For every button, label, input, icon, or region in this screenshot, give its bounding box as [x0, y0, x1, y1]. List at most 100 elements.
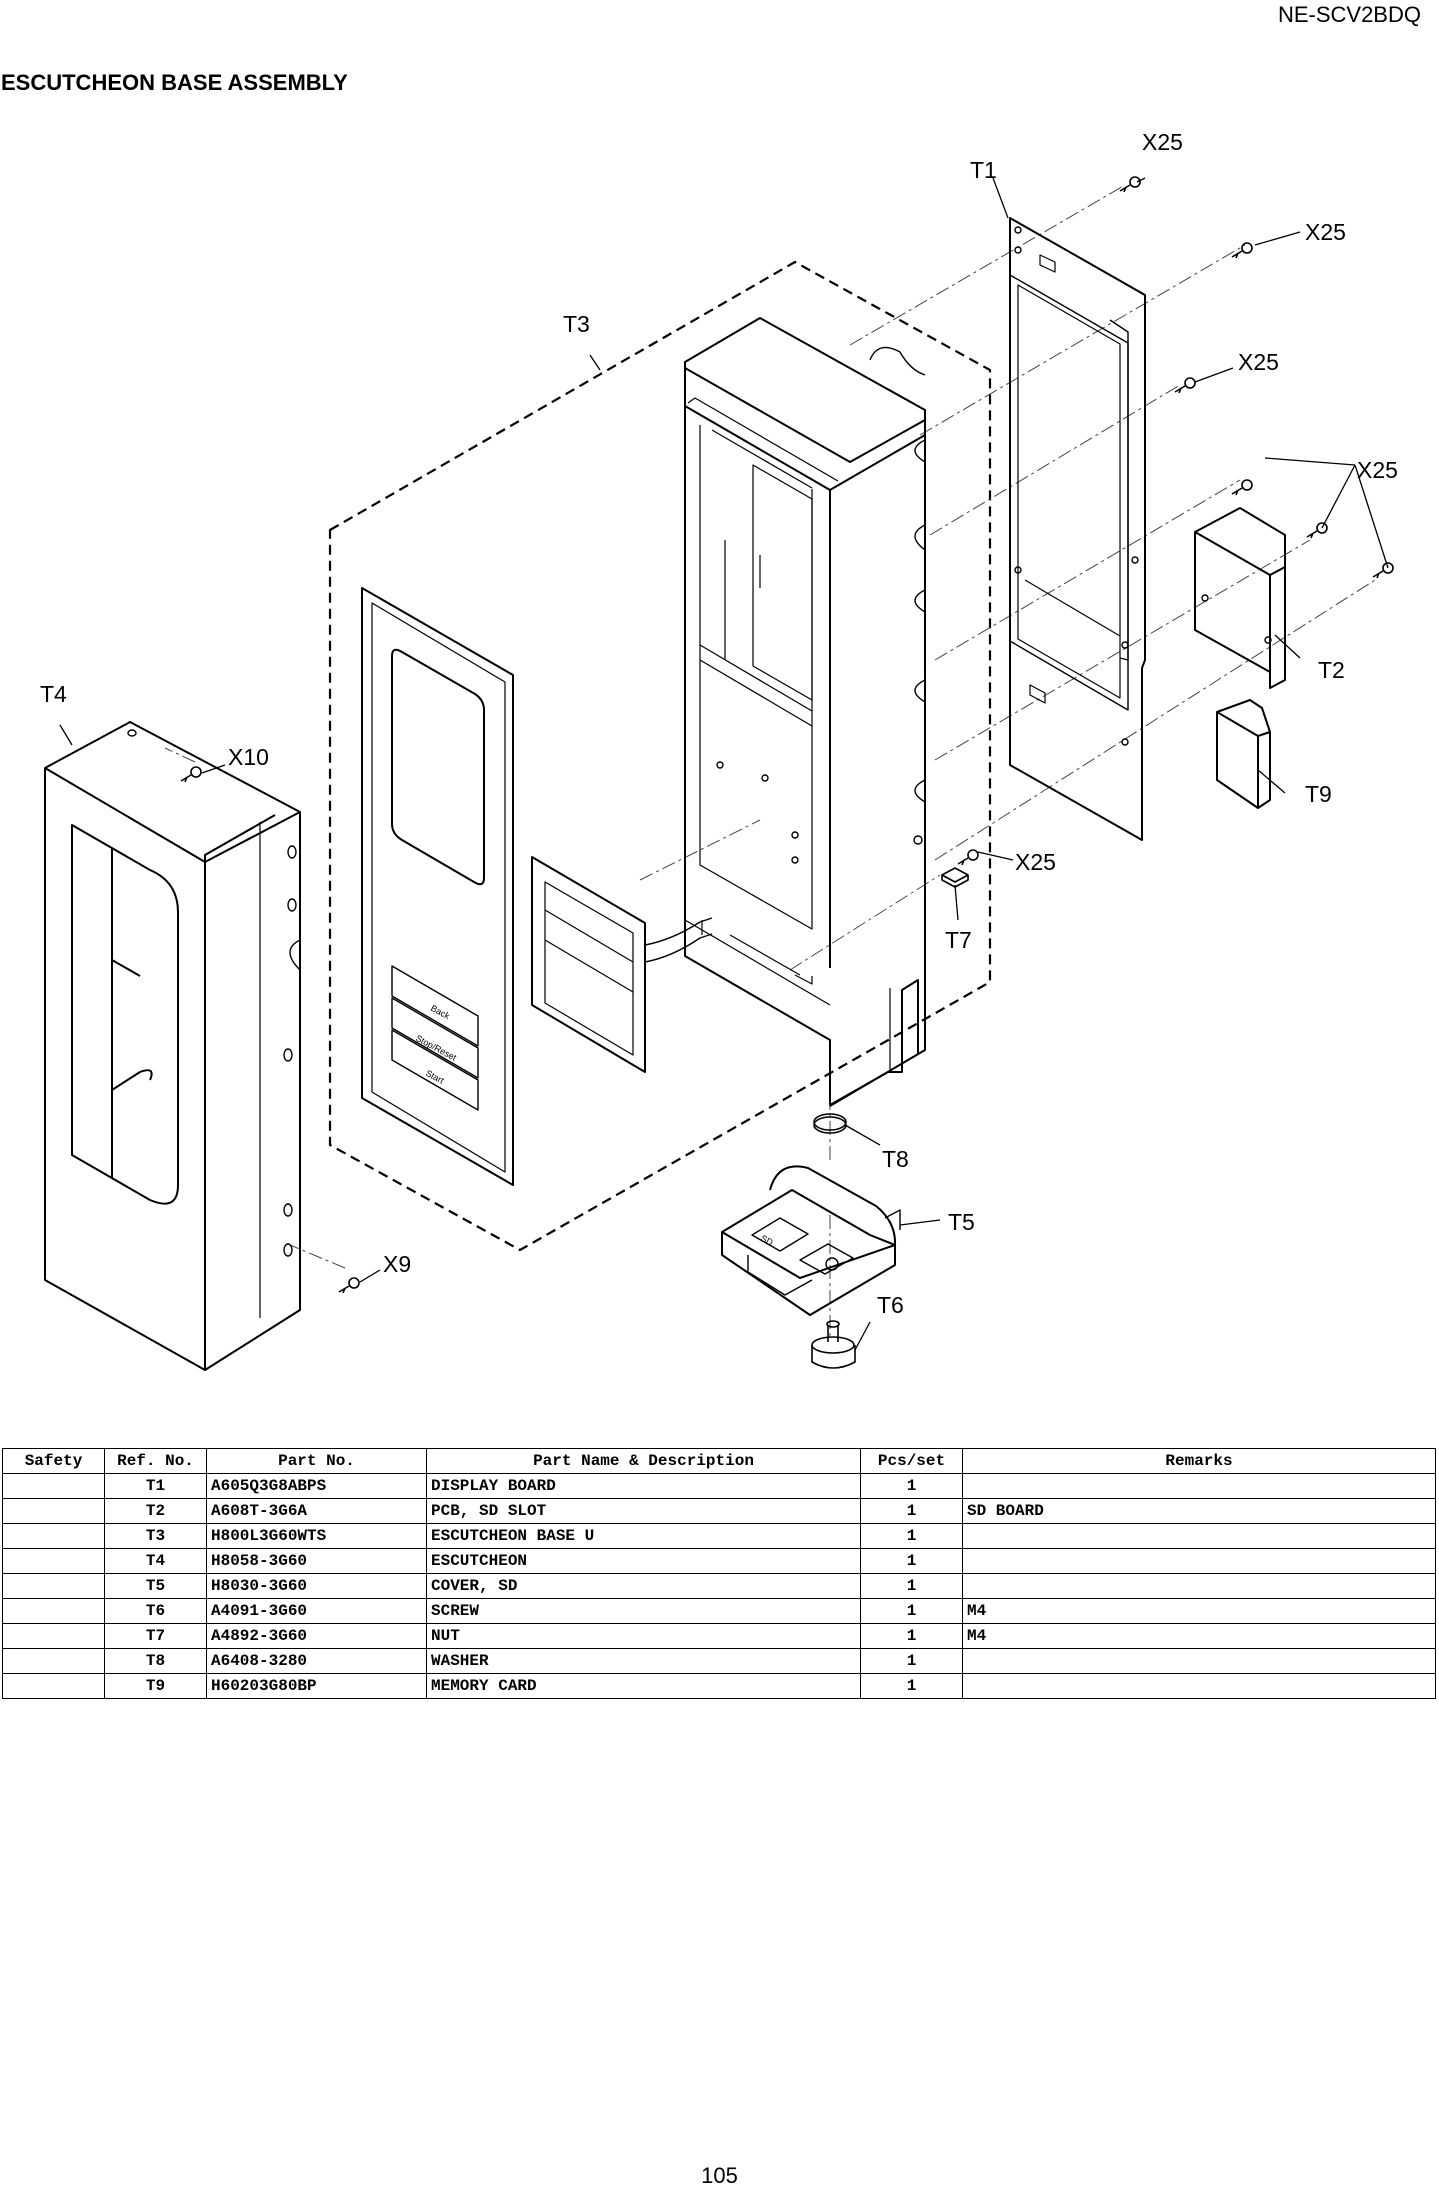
cell-part: A605Q3G8ABPS: [206, 1473, 427, 1499]
col-ref-no: Ref. No.: [104, 1448, 207, 1474]
screw-x10: [180, 766, 202, 783]
cell-pcs: 1: [860, 1548, 963, 1574]
t5-sd-cover: SD: [721, 1165, 901, 1316]
cell-name: COVER, SD: [426, 1573, 861, 1599]
t2-pcb-sd-slot: [1194, 507, 1286, 689]
control-panel: Back Stop/Reset Start: [361, 587, 514, 1186]
page-title: ESCUTCHEON BASE ASSEMBLY: [1, 70, 348, 95]
cell-name: DISPLAY BOARD: [426, 1473, 861, 1499]
cell-part: A4892-3G60: [206, 1623, 427, 1649]
cell-ref: T7: [104, 1623, 207, 1649]
label-t9: T9: [1305, 781, 1332, 807]
cell-remarks: M4: [962, 1623, 1436, 1649]
col-remarks: Remarks: [962, 1448, 1436, 1474]
cell-part: H60203G80BP: [206, 1673, 427, 1699]
label-x10: X10: [228, 744, 269, 770]
center-lines: [164, 184, 1376, 1340]
label-t8: T8: [882, 1146, 909, 1172]
table-row: T1 A605Q3G8ABPS DISPLAY BOARD 1: [2, 1473, 1436, 1499]
cell-ref: T3: [104, 1523, 207, 1549]
sd-mark: SD: [759, 1233, 775, 1248]
panel-key-back: Back: [429, 1003, 452, 1021]
cell-name: ESCUTCHEON: [426, 1548, 861, 1574]
t9-memory-card: [1216, 699, 1271, 809]
cell-remarks: [962, 1473, 1436, 1499]
cell-pcs: 1: [860, 1623, 963, 1649]
cell-part: H8058-3G60: [206, 1548, 427, 1574]
cell-safety: [2, 1648, 105, 1674]
cell-name: PCB, SD SLOT: [426, 1498, 861, 1524]
cell-ref: T8: [104, 1648, 207, 1674]
screw-x25-6: [1372, 562, 1394, 579]
col-pcs-set: Pcs/set: [860, 1448, 963, 1474]
cell-pcs: 1: [860, 1648, 963, 1674]
label-t7: T7: [945, 927, 972, 953]
col-part-no: Part No.: [206, 1448, 427, 1474]
cell-remarks: [962, 1523, 1436, 1549]
cell-part: H800L3G60WTS: [206, 1523, 427, 1549]
t1-display-board: [1009, 217, 1146, 841]
screw-x9: [338, 1277, 360, 1294]
page-number: 105: [701, 2163, 738, 2188]
table-row: T5 H8030-3G60 COVER, SD 1: [2, 1573, 1436, 1599]
label-t2: T2: [1318, 657, 1345, 683]
cell-pcs: 1: [860, 1573, 963, 1599]
screw-x25-3: [1174, 377, 1196, 394]
cell-pcs: 1: [860, 1498, 963, 1524]
cell-ref: T2: [104, 1498, 207, 1524]
cell-safety: [2, 1573, 105, 1599]
t7-nut: [941, 867, 969, 888]
t3-group-outline: [328, 260, 992, 1252]
cell-pcs: 1: [860, 1598, 963, 1624]
cell-part: H8030-3G60: [206, 1573, 427, 1599]
cell-safety: [2, 1673, 105, 1699]
cell-name: NUT: [426, 1623, 861, 1649]
panel-key-start: Start: [424, 1068, 446, 1086]
cell-remarks: SD BOARD: [962, 1498, 1436, 1524]
table-header-row: Safety Ref. No. Part No. Part Name & Des…: [2, 1448, 1436, 1474]
screw-x25-1: [1119, 176, 1141, 193]
window-film: [531, 856, 713, 1073]
cell-name: ESCUTCHEON BASE U: [426, 1523, 861, 1549]
label-t4: T4: [40, 681, 67, 707]
table-row: T8 A6408-3280 WASHER 1: [2, 1648, 1436, 1674]
cell-safety: [2, 1498, 105, 1524]
table-row: T2 A608T-3G6A PCB, SD SLOT 1 SD BOARD: [2, 1498, 1436, 1524]
table-row: T4 H8058-3G60 ESCUTCHEON 1: [2, 1548, 1436, 1574]
cell-part: A4091-3G60: [206, 1598, 427, 1624]
cell-safety: [2, 1623, 105, 1649]
col-safety: Safety: [2, 1448, 105, 1474]
panel-key-stop: Stop/Reset: [414, 1033, 458, 1063]
label-t6: T6: [877, 1292, 904, 1318]
screw-x25-4: [1231, 479, 1253, 496]
label-x25-e: X25: [1015, 849, 1056, 875]
exploded-view-diagram: Back Stop/Reset Start: [0, 100, 1439, 1400]
cell-remarks: [962, 1548, 1436, 1574]
table-row: T3 H800L3G60WTS ESCUTCHEON BASE U 1: [2, 1523, 1436, 1549]
cell-ref: T5: [104, 1573, 207, 1599]
label-t1: T1: [970, 157, 997, 183]
screw-x25-5: [1306, 522, 1328, 539]
cell-pcs: 1: [860, 1473, 963, 1499]
label-x25-a: X25: [1142, 129, 1183, 155]
label-x9: X9: [383, 1251, 411, 1277]
cell-ref: T9: [104, 1673, 207, 1699]
label-x25-c: X25: [1238, 349, 1279, 375]
cell-name: MEMORY CARD: [426, 1673, 861, 1699]
cell-part: A608T-3G6A: [206, 1498, 427, 1524]
cell-remarks: [962, 1573, 1436, 1599]
screw-x25-2: [1231, 242, 1253, 259]
label-leaders: [59, 177, 1389, 1351]
cell-name: WASHER: [426, 1648, 861, 1674]
label-t5: T5: [948, 1209, 975, 1235]
table-row: T6 A4091-3G60 SCREW 1 M4: [2, 1598, 1436, 1624]
table-row: T9 H60203G80BP MEMORY CARD 1: [2, 1673, 1436, 1699]
model-number: NE-SCV2BDQ: [1277, 2, 1421, 27]
cell-pcs: 1: [860, 1673, 963, 1699]
label-x25-d: X25: [1357, 457, 1398, 483]
label-x25-b: X25: [1305, 219, 1346, 245]
cell-part: A6408-3280: [206, 1648, 427, 1674]
label-t3: T3: [563, 311, 590, 337]
parts-list-table: Safety Ref. No. Part No. Part Name & Des…: [2, 1448, 1436, 1699]
cell-ref: T4: [104, 1548, 207, 1574]
